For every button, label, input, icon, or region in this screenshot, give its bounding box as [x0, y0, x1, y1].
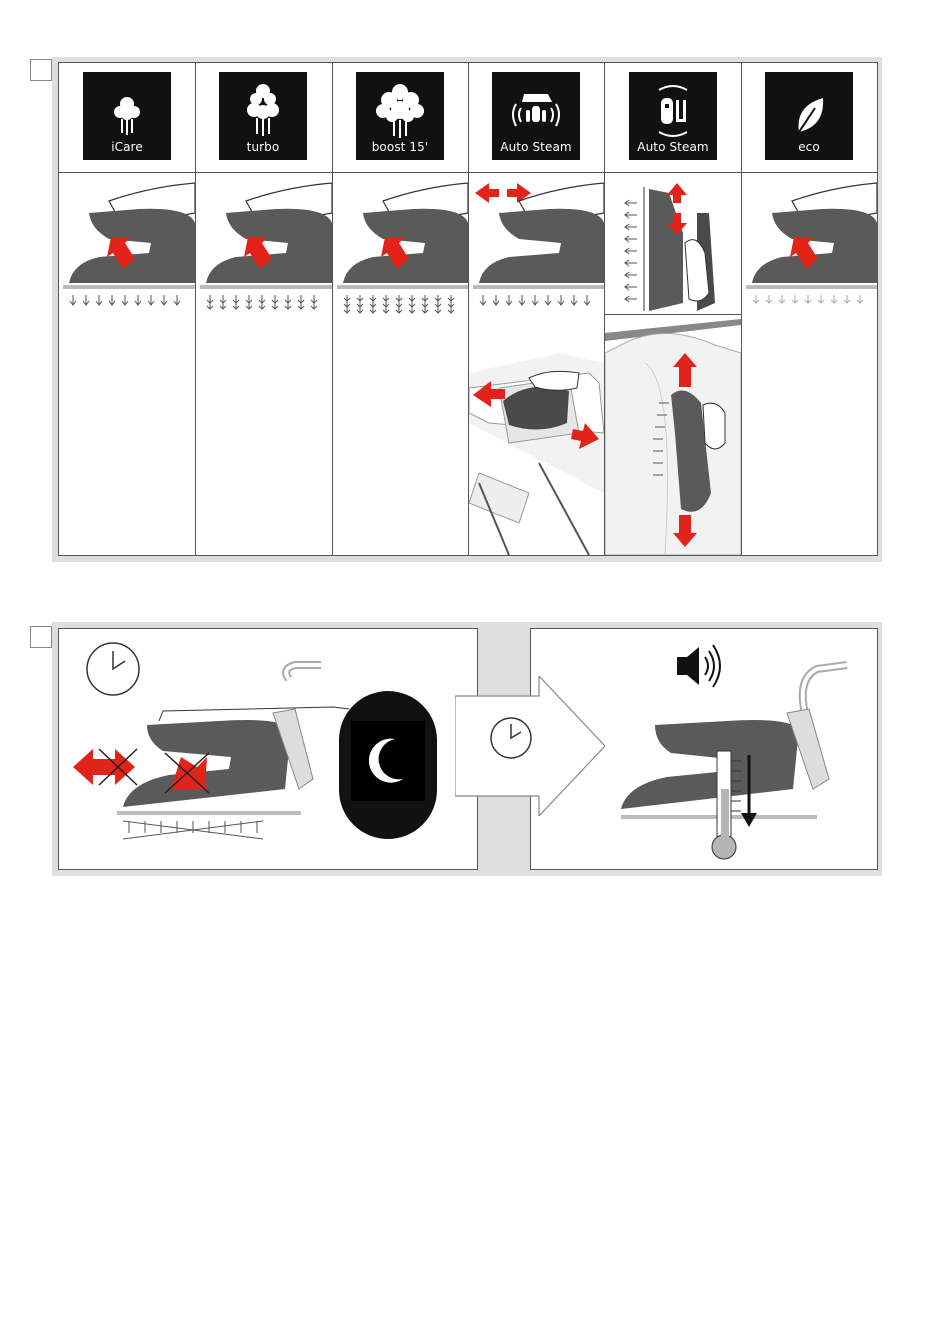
- tree-steam-large-icon: [373, 82, 427, 140]
- mode-label: eco: [798, 140, 820, 154]
- auto-steam-vertical-icon: [643, 82, 703, 140]
- iron-press-illustration-turbo: [196, 173, 332, 333]
- mode-tile-boost: boost 15': [356, 72, 444, 160]
- step-2-box: [30, 626, 52, 648]
- standby-right-illustration: [531, 629, 877, 869]
- iron-press-illustration-boost: [333, 173, 468, 333]
- iron-press-illustration-eco: [742, 173, 877, 313]
- mode-label: Auto Steam: [637, 140, 708, 154]
- leaf-icon: [789, 92, 829, 140]
- mode-tile-auto-steam-horizontal: Auto Steam: [492, 72, 580, 160]
- mode-tile-auto-steam-vertical: Auto Steam: [629, 72, 717, 160]
- mode-label: turbo: [247, 140, 280, 154]
- iron-press-illustration-icare: [59, 173, 195, 313]
- sleep-display: [339, 691, 437, 839]
- mode-label: boost 15': [372, 140, 429, 154]
- step-1-box: [30, 59, 52, 81]
- mode-tile-turbo: turbo: [219, 72, 307, 160]
- tree-steam-small-icon: [107, 92, 147, 140]
- tree-steam-medium-icon: [241, 82, 285, 140]
- standby-left-illustration: [59, 629, 477, 869]
- auto-steam-horizontal-icon: [506, 82, 566, 140]
- timer-clock-icon: [491, 718, 531, 758]
- speaker-icon: [677, 645, 720, 687]
- mode-tile-eco: eco: [765, 72, 853, 160]
- mode-tile-icare: iCare: [83, 72, 171, 160]
- mode-label: Auto Steam: [500, 140, 571, 154]
- mode-label: iCare: [111, 140, 143, 154]
- auto-steam-horizontal-illustration: [469, 173, 604, 555]
- clock-icon: [87, 643, 139, 695]
- auto-steam-vertical-illustration: [605, 173, 741, 555]
